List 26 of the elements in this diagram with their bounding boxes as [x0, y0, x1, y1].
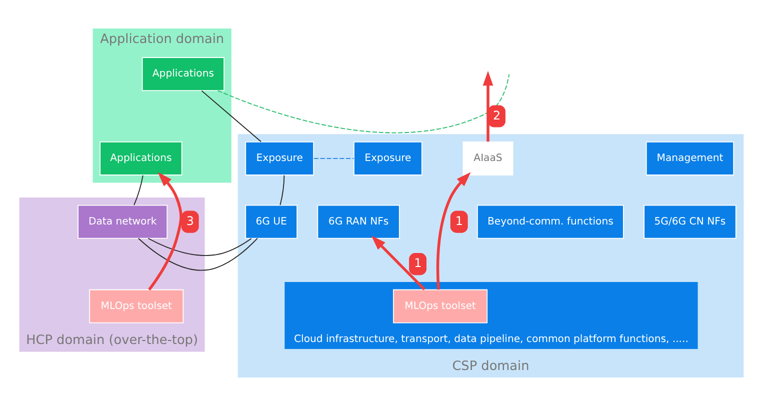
node-box: Data network	[78, 204, 168, 238]
edge-label: 1	[455, 213, 463, 228]
node-box: MLOps toolset	[89, 288, 184, 323]
edge-label: 3	[186, 213, 194, 228]
node-box: Management	[646, 140, 734, 175]
arrow	[371, 235, 426, 290]
connector	[217, 73, 510, 133]
arrow	[436, 172, 471, 290]
node-box: 5G/6G CN NFs	[644, 204, 736, 238]
arrow	[482, 70, 494, 142]
node-box: AIaaS	[462, 140, 514, 175]
node-box: Exposure	[245, 140, 314, 175]
node-box: Beyond-comm. functions	[476, 204, 624, 238]
node-box: Applications	[142, 56, 224, 90]
connector	[138, 237, 258, 270]
arrow	[148, 171, 182, 290]
connector	[134, 174, 144, 206]
node-box: Applications	[100, 140, 182, 175]
node-box: MLOps toolset	[392, 288, 488, 323]
connector	[280, 174, 285, 206]
connector	[201, 90, 262, 142]
node-box: 6G RAN NFs	[317, 204, 400, 238]
edge-label: 1	[414, 256, 422, 270]
node-box: Exposure	[354, 140, 422, 175]
edge-label: 2	[493, 108, 501, 122]
node-box: 6G UE	[245, 204, 298, 238]
